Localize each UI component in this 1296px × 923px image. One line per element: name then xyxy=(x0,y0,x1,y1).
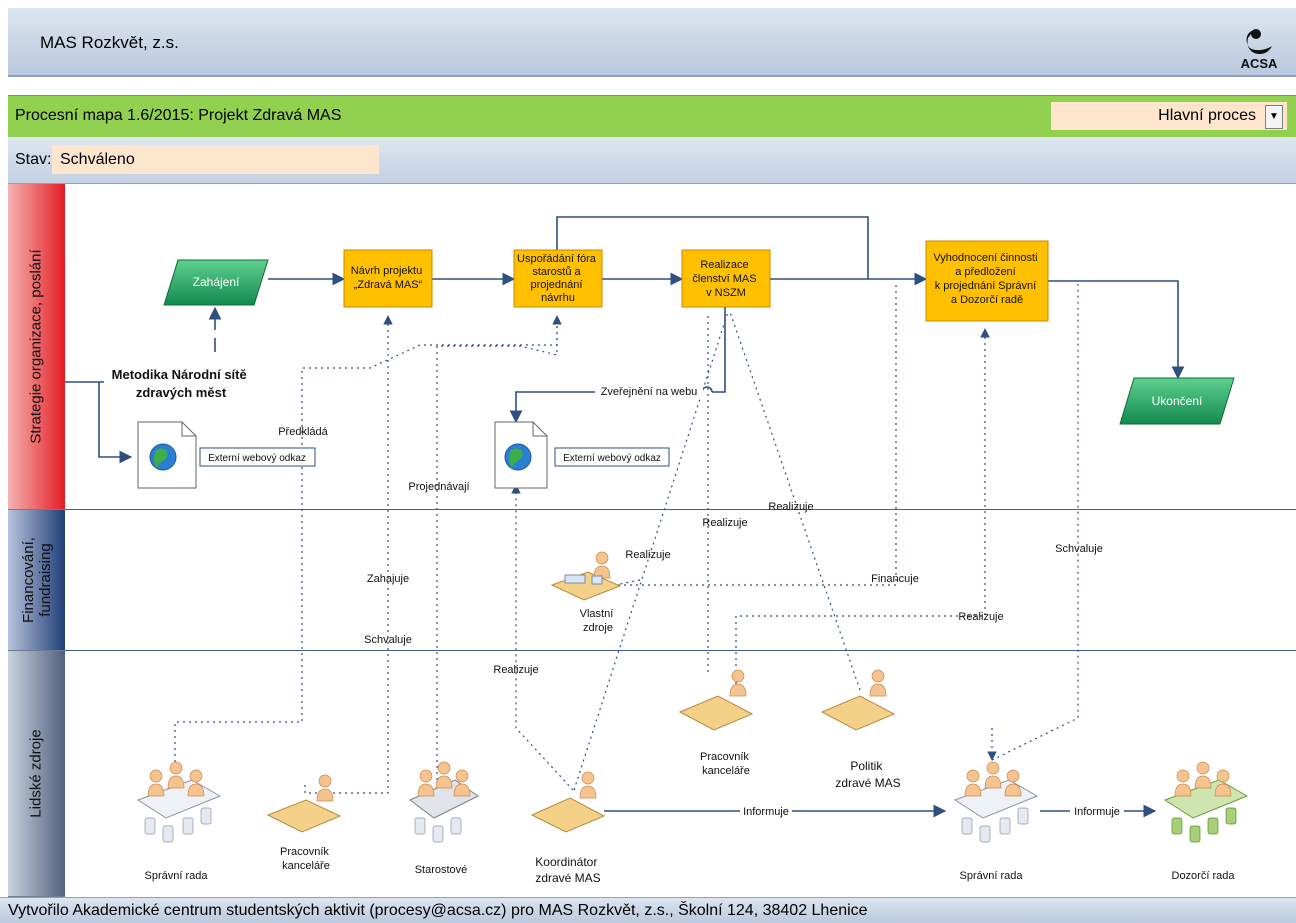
edge-label: Realizuje xyxy=(958,611,1003,623)
role-office-worker-2: Pracovník kanceláře xyxy=(678,669,754,777)
edge-label: Schvaluje xyxy=(1055,543,1103,555)
activity-box: Realizace členství MAS v NSZM xyxy=(681,249,771,308)
edge-label: Informuje xyxy=(743,806,789,818)
external-link-label: Externí webový odkaz xyxy=(563,453,661,464)
flow-arrow xyxy=(98,382,133,464)
association-line xyxy=(436,316,558,780)
activity-box: Návrh projektu „Zdravá MAS“ xyxy=(343,249,433,308)
edge-label: Schvaluje xyxy=(364,634,412,646)
logo-text: ACSA xyxy=(1241,56,1278,71)
svg-text:Dozorčí rada: Dozorčí rada xyxy=(1172,870,1236,882)
lane-header-hr: Lidské zdroje xyxy=(8,651,65,897)
activity-box: Vyhodnocení činnosti a předložení k proj… xyxy=(925,240,1049,322)
role-board-spravni: Správní rada xyxy=(136,761,222,882)
association-line xyxy=(599,579,641,589)
association-line xyxy=(511,484,574,791)
edge-label: Zveřejnění na webu xyxy=(601,386,698,398)
svg-text:Metodika Národní sítě zd: Metodika Národní sítě zdravých měst xyxy=(112,367,251,400)
edge-label: Zahajuje xyxy=(367,573,409,585)
lane-divider xyxy=(65,509,1296,510)
association-line xyxy=(729,311,861,691)
svg-text:Pracovník kanceláře: Pracovník kanceláře xyxy=(700,751,752,777)
role-mayors: Starostové xyxy=(409,761,479,876)
association-line xyxy=(600,281,897,586)
flow-arrow xyxy=(1048,280,1185,380)
role-supervisory-board: Dozorčí rada xyxy=(1163,761,1249,882)
state-value: Schváleno xyxy=(60,151,135,168)
methodology-label: Metodika Národní sítě zdravých měst xyxy=(112,367,251,400)
role-board-spravni-2: Správní rada xyxy=(953,761,1039,882)
svg-text:Pracovník kanceláře: Pracovník kanceláře xyxy=(280,846,332,872)
edge-label: Informuje xyxy=(1074,806,1120,818)
process-select[interactable]: Hlavní proces ▼ xyxy=(1051,102,1287,130)
edge-label: Předkládá xyxy=(278,426,328,438)
flow-arrow xyxy=(556,216,869,279)
external-link-document: Externí webový odkaz xyxy=(494,421,670,489)
svg-text:Návrh projektu „Zdravá M: Návrh projektu „Zdravá MAS“ xyxy=(351,265,426,291)
external-link-document: Externí webový odkaz xyxy=(137,421,316,489)
svg-text:Koordinátor zdravé MAS: Koordinátor zdravé MAS xyxy=(535,855,600,885)
map-title-bar: Procesní mapa 1.6/2015: Projekt Zdravá M… xyxy=(8,95,1296,137)
edge-label: Realizuje xyxy=(702,517,747,529)
lane-header-strategy: Strategie organizace, poslání xyxy=(8,184,65,510)
svg-text:Vyhodnocení činnosti a p: Vyhodnocení činnosti a předložení k proj… xyxy=(933,252,1040,306)
flow-arrow xyxy=(712,307,726,393)
edge-label: Projednávají xyxy=(408,481,469,493)
start-label: Zahájení xyxy=(193,275,240,289)
chevron-down-icon[interactable]: ▼ xyxy=(1265,105,1283,129)
activity-box: Uspořádání fóra starostů a projednání ná… xyxy=(513,249,603,308)
association-line xyxy=(735,328,990,690)
start-event: Zahájení xyxy=(163,259,269,306)
state-bar: Stav: Schváleno xyxy=(8,137,1296,184)
edge-label: Realizuje xyxy=(625,549,670,561)
role-coordinator: Koordinátor zdravé MAS xyxy=(530,771,606,885)
edge-label: Realizuje xyxy=(493,664,538,676)
lane-header-finance: Financování,fundraising xyxy=(8,510,65,651)
svg-text:Politik zdravé MAS: Politik zdravé MAS xyxy=(835,759,900,790)
svg-text:Správní rada: Správní rada xyxy=(960,870,1024,882)
state-label: Stav: xyxy=(15,151,52,168)
state-value-field: Schváleno xyxy=(52,145,379,174)
lane-divider xyxy=(65,650,1296,651)
end-label: Ukončení xyxy=(1152,394,1203,408)
role-office-worker: Pracovník kanceláře xyxy=(266,774,342,872)
end-event: Ukončení xyxy=(1119,377,1235,425)
app-title: MAS Rozkvět, z.s. xyxy=(40,33,179,52)
footer-text: Vytvořilo Akademické centrum studentskýc… xyxy=(8,902,868,919)
external-link-label: Externí webový odkaz xyxy=(208,453,306,464)
association-line xyxy=(304,315,393,794)
svg-text:Uspořádání fóra starostů: Uspořádání fóra starostů a projednání ná… xyxy=(517,253,599,304)
role-politician: Politik zdravé MAS xyxy=(820,669,901,790)
association-line xyxy=(174,315,562,780)
svg-text:Starostové: Starostové xyxy=(415,864,468,876)
edge-label: Financuje xyxy=(871,573,919,585)
footer: Vytvořilo Akademické centrum studentskýc… xyxy=(0,897,1296,923)
svg-text:Správní rada: Správní rada xyxy=(145,870,209,882)
map-title: Procesní mapa 1.6/2015: Projekt Zdravá M… xyxy=(15,107,342,124)
app-header: MAS Rozkvět, z.s. ACSA xyxy=(8,8,1296,77)
svg-text:Vlastní zdroje: Vlastní zdroje xyxy=(580,608,617,634)
association-line xyxy=(991,281,1079,761)
process-select-value: Hlavní proces xyxy=(1158,107,1256,124)
edge-label: Realizuje xyxy=(768,501,813,513)
resource-own-funds: Vlastní zdroje xyxy=(550,551,622,634)
acsa-logo: ACSA xyxy=(1241,29,1278,71)
svg-text:Realizace členství MAS: Realizace členství MAS v NSZM xyxy=(692,259,759,299)
